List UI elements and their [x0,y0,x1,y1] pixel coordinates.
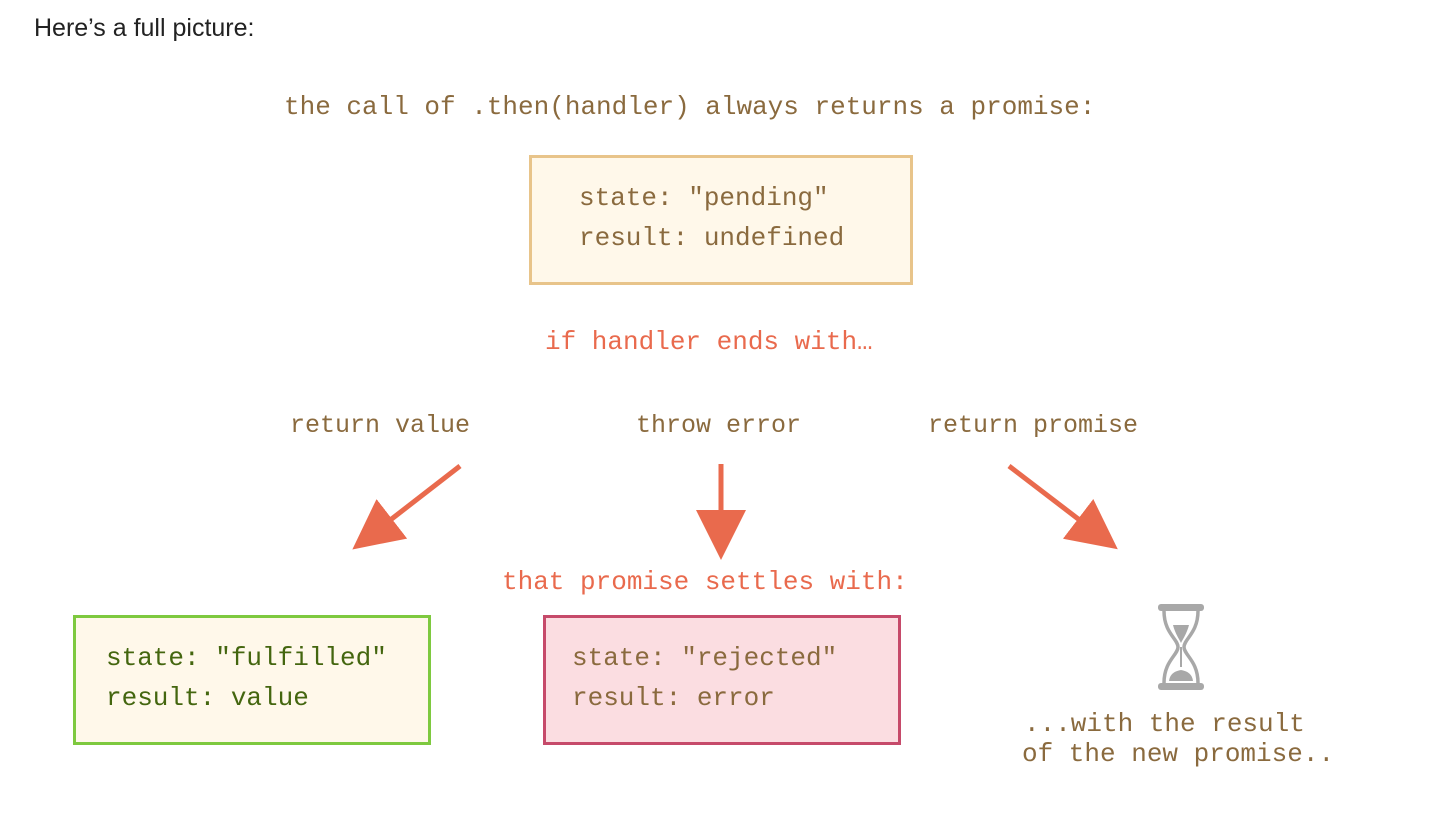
pending-promise-box: state: "pending" result: undefined [529,155,913,285]
pending-state: state: "pending" [579,183,829,213]
hourglass-icon [1158,604,1204,690]
top-caption: the call of .then(handler) always return… [284,92,1096,122]
intro-text: Here’s a full picture: [34,14,255,42]
rejected-promise-box: state: "rejected" result: error [543,615,901,745]
new-promise-note-line1: ...with the result [1024,709,1305,739]
if-handler-heading: if handler ends with… [545,327,873,357]
settles-heading: that promise settles with: [502,567,908,597]
arrow-return-promise [1007,464,1118,550]
case-throw-error: throw error [636,411,802,440]
new-promise-note-line2: of the new promise.. [1022,739,1335,769]
rejected-result: result: error [572,683,775,713]
fulfilled-result: result: value [106,683,309,713]
arrow-return-value [352,464,462,550]
fulfilled-promise-box: state: "fulfilled" result: value [73,615,431,745]
fulfilled-state: state: "fulfilled" [106,643,387,673]
case-return-value: return value [290,411,471,440]
pending-result: result: undefined [579,223,845,253]
case-return-promise: return promise [928,411,1139,440]
rejected-state: state: "rejected" [572,643,838,673]
